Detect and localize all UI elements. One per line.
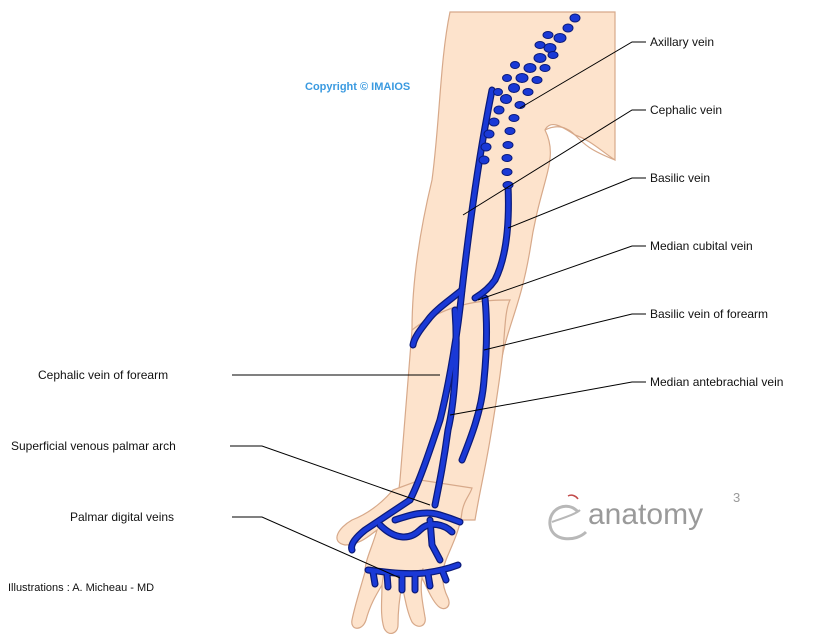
label-cephalic-vein-of-forearm: Cephalic vein of forearm bbox=[38, 368, 168, 382]
label-basilic-vein-of-forearm: Basilic vein of forearm bbox=[650, 307, 768, 321]
label-median-antebrachial-vein: Median antebrachial vein bbox=[650, 375, 783, 389]
brand-word: anatomy bbox=[588, 498, 703, 532]
anatomy-logo: anatomy 3 bbox=[538, 490, 738, 550]
copyright-notice: Copyright © IMAIOS bbox=[305, 81, 410, 93]
label-axillary-vein: Axillary vein bbox=[650, 35, 714, 49]
illustration-credit: Illustrations : A. Micheau - MD bbox=[8, 582, 154, 594]
label-basilic-vein: Basilic vein bbox=[650, 171, 710, 185]
brand-superscript: 3 bbox=[733, 490, 740, 505]
label-superficial-venous-palmar-arch: Superficial venous palmar arch bbox=[11, 439, 176, 453]
label-cephalic-vein: Cephalic vein bbox=[650, 103, 722, 117]
label-palmar-digital-veins: Palmar digital veins bbox=[70, 510, 174, 524]
label-median-cubital-vein: Median cubital vein bbox=[650, 239, 753, 253]
